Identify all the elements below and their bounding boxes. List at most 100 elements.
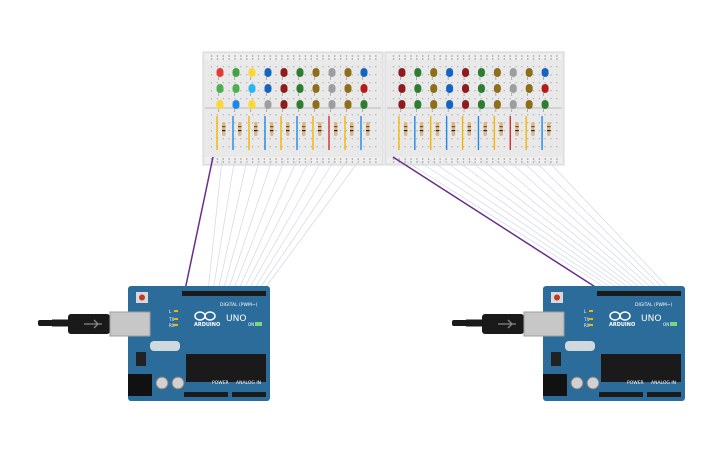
resistor-band	[222, 130, 226, 132]
arduino-uno-left[interactable]: DIGITAL (PWM~) ARDUINO UNO TX RX L ON PO…	[128, 286, 270, 401]
rx-label: RX	[169, 323, 175, 328]
hole	[275, 146, 277, 148]
hole	[410, 90, 412, 92]
hole	[369, 55, 371, 57]
hole	[210, 114, 213, 116]
hole	[251, 82, 254, 84]
hole	[304, 58, 307, 60]
resistor	[547, 122, 551, 136]
hole	[521, 58, 523, 60]
hole	[416, 161, 418, 163]
hole	[527, 98, 529, 100]
arduino-uno-right[interactable]: DIGITAL (PWM~) ARDUINO UNO TX RX L ON PO…	[543, 286, 685, 401]
hole	[439, 55, 441, 57]
hole	[351, 146, 353, 148]
hole	[457, 74, 459, 76]
hole	[246, 74, 248, 76]
hole	[451, 98, 453, 100]
hole	[275, 98, 277, 100]
hole	[556, 98, 558, 100]
hole	[544, 146, 546, 148]
signal-wire	[481, 159, 645, 292]
hole	[451, 114, 453, 116]
resistor	[318, 122, 322, 136]
hole	[480, 98, 482, 100]
hole	[339, 98, 342, 100]
hole	[240, 98, 242, 100]
hole	[422, 58, 424, 60]
hole	[251, 138, 254, 140]
hole	[503, 98, 505, 100]
hole	[532, 90, 535, 92]
hole	[228, 158, 230, 160]
power-header	[184, 392, 228, 397]
hole	[334, 161, 336, 163]
hole	[216, 161, 219, 163]
hole	[246, 66, 248, 68]
hole	[392, 122, 395, 124]
resistor-array	[222, 122, 370, 136]
resistor	[334, 122, 338, 136]
digital-header	[597, 291, 681, 296]
power-jack[interactable]	[543, 374, 567, 396]
hole	[492, 55, 494, 57]
hole	[298, 82, 301, 84]
hole	[544, 82, 546, 84]
hole	[316, 58, 318, 60]
hole	[538, 58, 541, 60]
hole	[550, 161, 552, 163]
usb-cable-left[interactable]	[38, 311, 151, 337]
hole	[322, 90, 324, 92]
tx-label: TX	[583, 317, 589, 322]
hole	[492, 158, 494, 160]
led	[446, 84, 454, 93]
hole	[322, 114, 324, 116]
hole	[521, 98, 523, 100]
hole	[392, 82, 395, 84]
hole	[550, 55, 552, 57]
led	[280, 100, 288, 109]
breadboard-right[interactable]	[384, 51, 565, 166]
resistor-band	[499, 130, 503, 132]
hole	[257, 55, 260, 57]
ground-wire-right[interactable]	[392, 156, 601, 291]
hole	[216, 158, 219, 160]
power-rail-bottom	[205, 157, 381, 163]
led	[296, 100, 304, 109]
hole	[439, 130, 441, 132]
breadboard-left[interactable]	[202, 51, 384, 166]
hole	[474, 161, 476, 163]
hole	[492, 66, 494, 68]
hole	[228, 55, 230, 57]
hole	[228, 114, 230, 116]
digital-label: DIGITAL (PWM~)	[220, 302, 258, 308]
reset-button-cap	[554, 294, 560, 301]
hole	[422, 146, 424, 148]
hole	[433, 130, 435, 132]
hole	[433, 122, 435, 124]
hole	[304, 90, 307, 92]
hole	[328, 66, 330, 68]
hole	[275, 74, 277, 76]
power-jack[interactable]	[128, 374, 152, 396]
hole	[527, 138, 529, 140]
hole	[322, 122, 324, 124]
hole	[228, 58, 230, 60]
hole	[416, 138, 418, 140]
signal-wires	[207, 159, 672, 292]
hole	[228, 98, 230, 100]
resistor-band	[451, 130, 456, 132]
hole	[492, 58, 494, 60]
hole	[427, 146, 430, 148]
hole	[474, 158, 476, 160]
hole	[316, 138, 318, 140]
usb-cable-right[interactable]	[452, 311, 565, 337]
resistor	[366, 122, 370, 136]
hole	[392, 114, 395, 116]
hole	[216, 114, 219, 116]
hole	[497, 114, 500, 116]
signal-wire	[416, 159, 617, 292]
led	[493, 84, 501, 93]
hole	[293, 58, 295, 60]
ground-wire-left[interactable]	[184, 156, 214, 291]
